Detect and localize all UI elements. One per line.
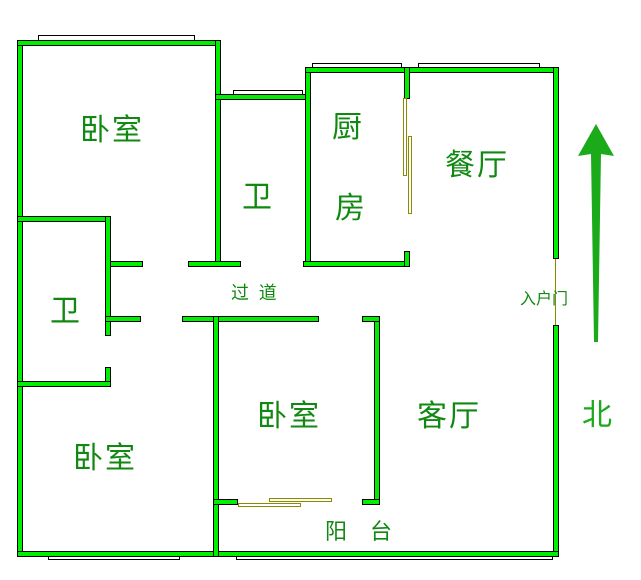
wall-bathroom-west-east-upper — [105, 216, 111, 336]
wall-bathroom-west-south — [17, 381, 111, 387]
room-label-bedroom-nw: 卧室 — [80, 113, 144, 148]
room-label-entrance: 入户门 — [520, 289, 569, 308]
room-label-dining: 餐厅 — [445, 148, 509, 183]
wall-bedroom-center-east — [374, 316, 380, 505]
north-arrow-icon — [578, 124, 614, 342]
wall-bedroom-east — [215, 40, 221, 266]
wall-bedroom-center-south-west — [213, 499, 238, 505]
sliding-door-kitchen-a[interactable] — [403, 98, 407, 176]
wall-corridor-north-a — [188, 261, 241, 267]
compass-label-north: 北 — [582, 398, 614, 433]
wall-bedroom-center-west — [213, 316, 219, 557]
sliding-door-balcony-b[interactable] — [269, 498, 332, 502]
room-label-balcony-1: 阳 — [325, 520, 350, 545]
wall-north-bathroom — [215, 94, 309, 100]
room-label-bathroom-west: 卫 — [50, 294, 82, 329]
sliding-door-kitchen-b[interactable] — [408, 136, 412, 214]
wall-corridor-south — [182, 316, 319, 322]
wall-kitchen-west — [305, 67, 311, 266]
room-label-kitchen-1: 厨 — [332, 110, 364, 145]
wall-west — [17, 40, 23, 557]
room-label-living: 客厅 — [417, 399, 481, 434]
wall-kitchen-dining-stub — [404, 67, 410, 99]
wall-north-kitchen-dining — [305, 67, 559, 73]
wall-bathroom-west-east-lower — [105, 367, 111, 387]
sliding-door-balcony-a[interactable] — [238, 503, 301, 507]
wall-north-bedroom — [17, 40, 221, 46]
wall-east-lower — [553, 325, 559, 557]
wall-corridor-north-b — [110, 261, 143, 267]
wall-east-upper — [553, 67, 559, 259]
wall-bathroom-west-north — [17, 216, 111, 222]
wall-kitchen-south — [303, 261, 410, 267]
room-label-balcony-2: 台 — [370, 520, 395, 545]
wall-bathroom-west-stub — [105, 316, 141, 322]
room-label-corridor: 过 道 — [231, 283, 279, 304]
wall-south — [17, 551, 559, 557]
wall-kitchen-east-stub — [404, 251, 410, 267]
wall-bedroom-center-south-east — [362, 499, 380, 505]
entrance-door[interactable] — [555, 259, 556, 325]
wall-bedroom-center-east-top — [362, 316, 380, 322]
room-label-bedroom-sw: 卧室 — [73, 441, 137, 476]
room-label-bathroom-center: 卫 — [242, 180, 274, 215]
room-label-kitchen-2: 房 — [335, 191, 367, 226]
room-label-bedroom-center: 卧室 — [257, 399, 321, 434]
